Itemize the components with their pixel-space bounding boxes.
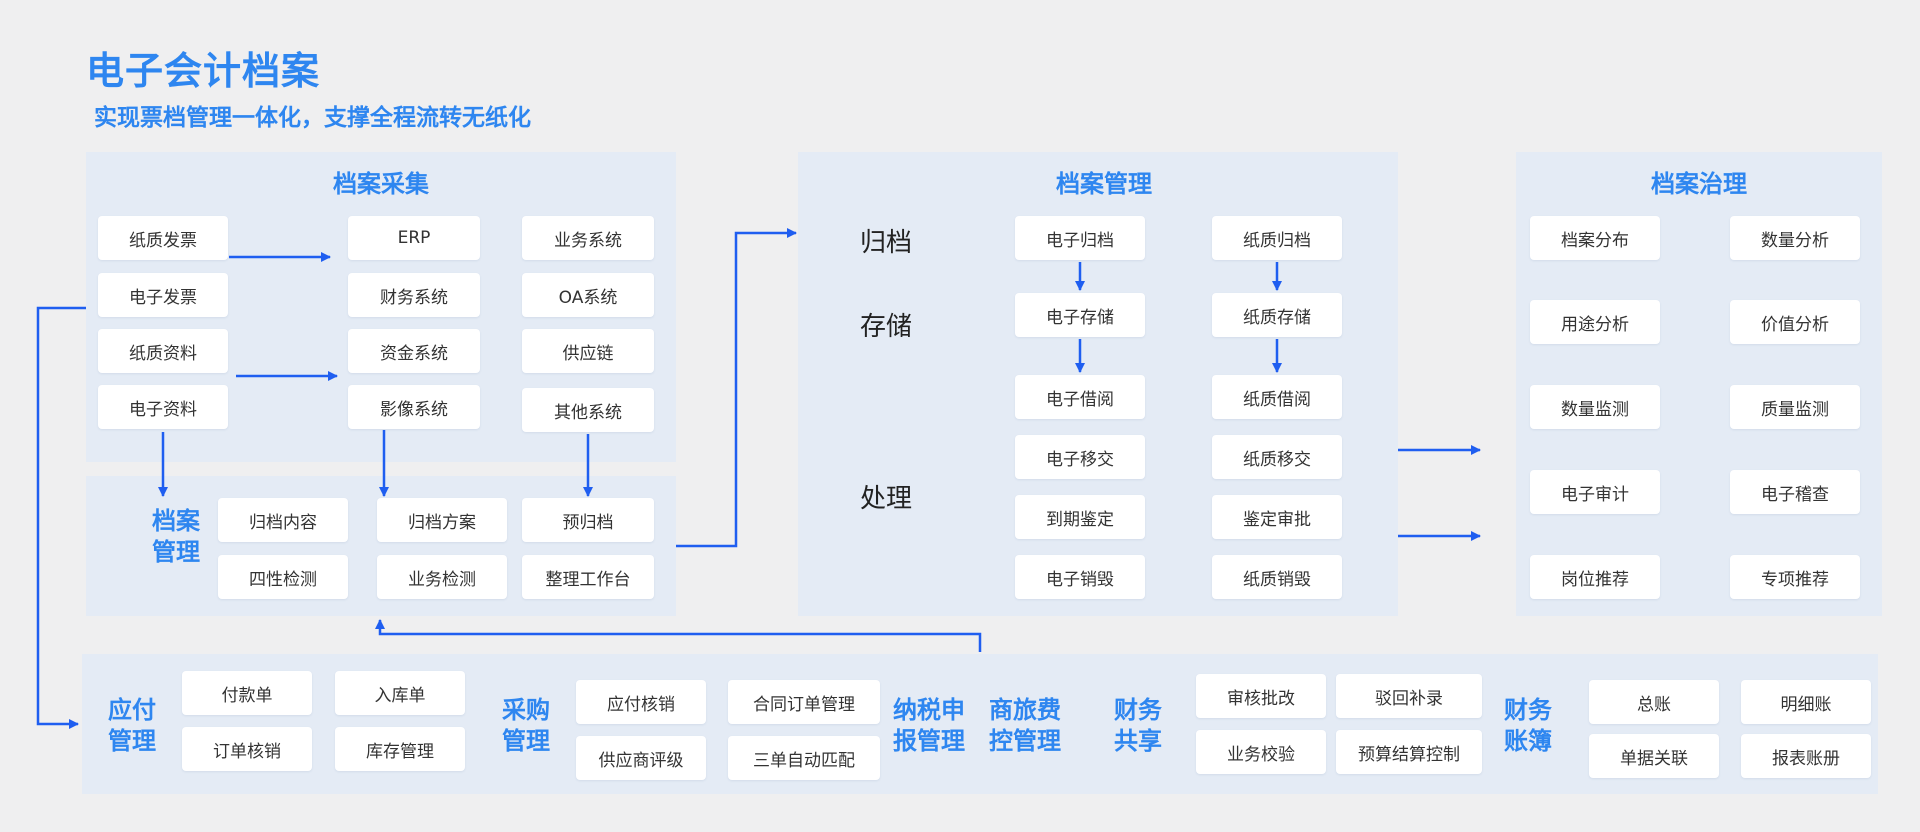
ledger-document-link[interactable]: 单据关联 bbox=[1589, 734, 1719, 778]
system-erp[interactable]: ERP bbox=[348, 216, 480, 260]
p-storage[interactable]: 纸质存储 bbox=[1212, 293, 1342, 337]
collection-title: 档案采集 bbox=[333, 170, 429, 198]
gov-e-audit[interactable]: 电子审计 bbox=[1530, 470, 1660, 514]
gov-e-inspection[interactable]: 电子稽查 bbox=[1730, 470, 1860, 514]
management-title: 档案管理 bbox=[1056, 170, 1152, 198]
gov-quantity-monitor[interactable]: 数量监测 bbox=[1530, 385, 1660, 429]
page-subtitle: 实现票档管理一体化，支撑全程流转无纸化 bbox=[94, 105, 531, 131]
source-paper-material[interactable]: 纸质资料 bbox=[98, 329, 228, 373]
payable-label: 应付 管理 bbox=[108, 696, 156, 755]
system-business[interactable]: 业务系统 bbox=[522, 216, 654, 260]
mgmt-business-check[interactable]: 业务检测 bbox=[377, 555, 507, 599]
mgmt-archive-plan[interactable]: 归档方案 bbox=[377, 498, 507, 542]
purchase-supplier-rating[interactable]: 供应商评级 bbox=[576, 736, 706, 780]
stage-archive: 归档 bbox=[860, 228, 913, 258]
system-supply-chain[interactable]: 供应链 bbox=[522, 329, 654, 373]
e-archive[interactable]: 电子归档 bbox=[1015, 216, 1145, 260]
arrow-bottom-to-collection bbox=[375, 619, 982, 652]
source-e-material[interactable]: 电子资料 bbox=[98, 385, 228, 429]
source-e-invoice[interactable]: 电子发票 bbox=[98, 273, 228, 317]
e-expiry-appraisal[interactable]: 到期鉴定 bbox=[1015, 495, 1145, 539]
p-appraisal-approval[interactable]: 鉴定审批 bbox=[1212, 495, 1342, 539]
gov-usage-analysis[interactable]: 用途分析 bbox=[1530, 300, 1660, 344]
e-borrow[interactable]: 电子借阅 bbox=[1015, 375, 1145, 419]
stage-process: 处理 bbox=[860, 484, 913, 514]
share-reject-supplement[interactable]: 驳回补录 bbox=[1336, 674, 1482, 718]
ledger-report-books[interactable]: 报表账册 bbox=[1741, 734, 1871, 778]
purchase-payable-writeoff[interactable]: 应付核销 bbox=[576, 680, 706, 724]
payable-inbound-order[interactable]: 入库单 bbox=[335, 671, 465, 715]
system-fund[interactable]: 资金系统 bbox=[348, 329, 480, 373]
mgmt-workbench[interactable]: 整理工作台 bbox=[522, 555, 654, 599]
gov-quantity-analysis[interactable]: 数量分析 bbox=[1730, 216, 1860, 260]
purchase-contract-order[interactable]: 合同订单管理 bbox=[728, 680, 880, 724]
page-title: 电子会计档案 bbox=[86, 49, 321, 93]
travel-label: 商旅费 控管理 bbox=[989, 696, 1061, 755]
share-business-validate[interactable]: 业务校验 bbox=[1196, 730, 1326, 774]
p-archive[interactable]: 纸质归档 bbox=[1212, 216, 1342, 260]
governance-title: 档案治理 bbox=[1651, 170, 1747, 198]
gov-special-recommend[interactable]: 专项推荐 bbox=[1730, 555, 1860, 599]
system-image[interactable]: 影像系统 bbox=[348, 385, 480, 429]
ledger-label: 财务 账簿 bbox=[1504, 696, 1552, 755]
purchase-three-way-match[interactable]: 三单自动匹配 bbox=[728, 736, 880, 780]
payable-order-writeoff[interactable]: 订单核销 bbox=[182, 727, 312, 771]
purchase-label: 采购 管理 bbox=[502, 696, 550, 755]
arrow-left-loop bbox=[36, 306, 86, 729]
p-destroy[interactable]: 纸质销毁 bbox=[1212, 555, 1342, 599]
p-borrow[interactable]: 纸质借阅 bbox=[1212, 375, 1342, 419]
payable-payment-order[interactable]: 付款单 bbox=[182, 671, 312, 715]
mgmt-four-checks[interactable]: 四性检测 bbox=[218, 555, 348, 599]
system-other[interactable]: 其他系统 bbox=[522, 388, 654, 432]
gov-value-analysis[interactable]: 价值分析 bbox=[1730, 300, 1860, 344]
share-budget-control[interactable]: 预算结算控制 bbox=[1336, 730, 1482, 774]
gov-distribution[interactable]: 档案分布 bbox=[1530, 216, 1660, 260]
e-destroy[interactable]: 电子销毁 bbox=[1015, 555, 1145, 599]
source-paper-invoice[interactable]: 纸质发票 bbox=[98, 216, 228, 260]
arrow-collection-to-management bbox=[676, 228, 797, 548]
share-label: 财务 共享 bbox=[1114, 696, 1162, 755]
tax-label: 纳税申 报管理 bbox=[893, 696, 965, 755]
gov-quality-monitor[interactable]: 质量监测 bbox=[1730, 385, 1860, 429]
share-review-edit[interactable]: 审核批改 bbox=[1196, 674, 1326, 718]
e-storage[interactable]: 电子存储 bbox=[1015, 293, 1145, 337]
collection-mgmt-label: 档案 管理 bbox=[152, 507, 200, 566]
mgmt-pre-archive[interactable]: 预归档 bbox=[522, 498, 654, 542]
gov-post-recommend[interactable]: 岗位推荐 bbox=[1530, 555, 1660, 599]
payable-inventory[interactable]: 库存管理 bbox=[335, 727, 465, 771]
e-transfer[interactable]: 电子移交 bbox=[1015, 435, 1145, 479]
ledger-detail[interactable]: 明细账 bbox=[1741, 680, 1871, 724]
system-finance[interactable]: 财务系统 bbox=[348, 273, 480, 317]
p-transfer[interactable]: 纸质移交 bbox=[1212, 435, 1342, 479]
ledger-general[interactable]: 总账 bbox=[1589, 680, 1719, 724]
stage-storage: 存储 bbox=[860, 312, 913, 342]
mgmt-archive-content[interactable]: 归档内容 bbox=[218, 498, 348, 542]
system-oa[interactable]: OA系统 bbox=[522, 273, 654, 317]
